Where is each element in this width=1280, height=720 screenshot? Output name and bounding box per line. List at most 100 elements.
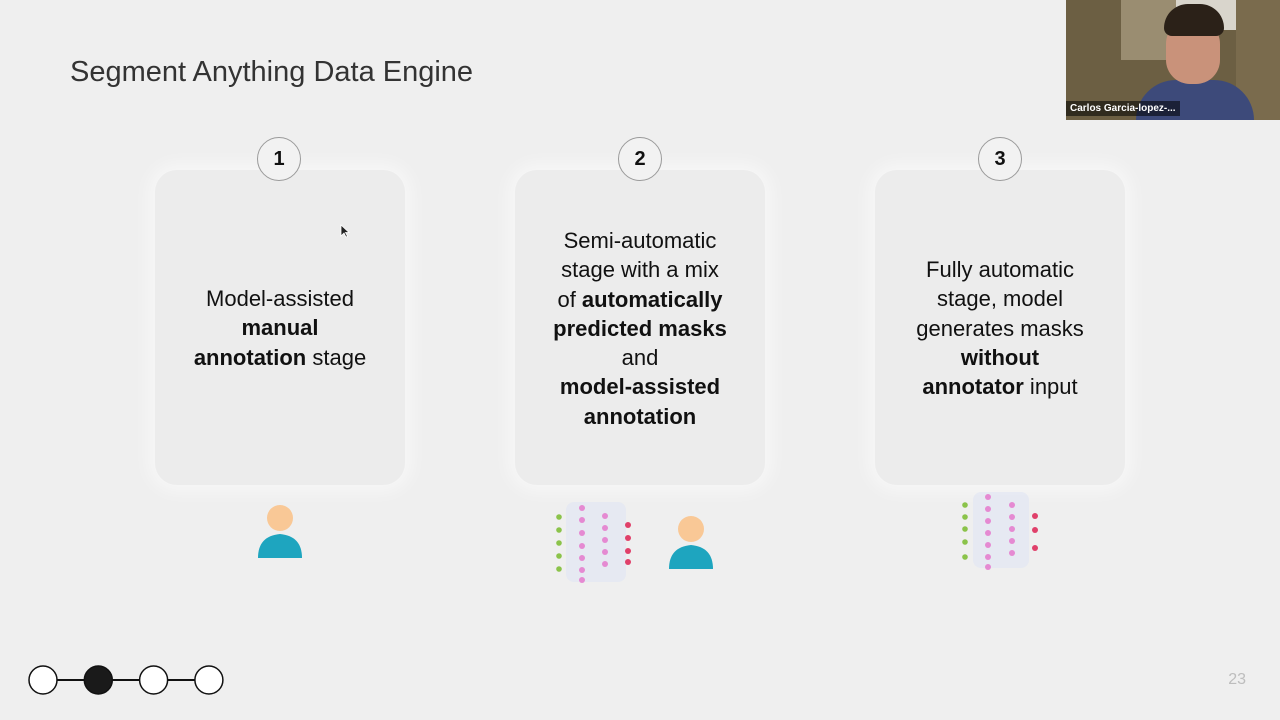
annotator-person-icon (669, 516, 713, 569)
page-number: 23 (1228, 671, 1246, 688)
network-node (556, 566, 562, 572)
text: stage with a mix (561, 257, 719, 283)
bold-text: model-assisted (559, 374, 721, 400)
description-line: without (870, 343, 1130, 372)
network-node (579, 543, 585, 549)
network-node (985, 564, 991, 570)
progress-step-4[interactable] (194, 665, 224, 695)
stage-3-description: Fully automatic stage, model generates mas… (870, 255, 1130, 401)
network-node (985, 542, 991, 548)
network-node (602, 537, 608, 543)
network-node (556, 540, 562, 546)
network-node (962, 554, 968, 560)
network-node (556, 553, 562, 559)
network-node (579, 555, 585, 561)
progress-step-1[interactable] (28, 665, 58, 695)
network-node (579, 577, 585, 583)
stage-3-card (875, 170, 1125, 485)
text: Fully automatic (926, 257, 1074, 282)
stage-1-card (155, 170, 405, 485)
network-node (556, 527, 562, 533)
network-node (602, 549, 608, 555)
text: Semi-automatic (563, 228, 717, 253)
description-line: model-assisted (510, 372, 770, 401)
network-node (1032, 513, 1038, 519)
network-node (602, 561, 608, 567)
network-node (579, 505, 585, 511)
network-node (985, 554, 991, 560)
description-line: generates masks (870, 314, 1130, 343)
stage-1-number: 1 (257, 137, 301, 181)
text: stage, model (937, 286, 1063, 312)
network-node (1009, 550, 1015, 556)
text: stage (306, 344, 367, 370)
description-line: stage with a mix (510, 255, 770, 284)
network-node (1009, 502, 1015, 508)
bold-text: manual (241, 315, 319, 341)
neural-network-icon (556, 502, 631, 583)
network-node (962, 539, 968, 545)
participant-video[interactable]: Carlos Garcia-lopez-... (1066, 0, 1280, 120)
description-line: of automatically (510, 285, 770, 314)
text: Model-assisted (206, 286, 354, 311)
network-node (579, 517, 585, 523)
network-node (579, 567, 585, 573)
network-node (1009, 526, 1015, 532)
mouse-cursor-icon (340, 224, 350, 238)
network-node (1032, 527, 1038, 533)
participant-name: Carlos Garcia-lopez-... (1066, 101, 1180, 116)
participant-hair (1164, 4, 1224, 36)
progress-step-2[interactable] (83, 665, 114, 695)
text: input (1023, 374, 1078, 400)
description-line: and (510, 343, 770, 372)
description-line: stage, model (870, 284, 1130, 313)
text: of (557, 286, 582, 312)
bold-text: automatically (581, 286, 723, 312)
network-node (556, 514, 562, 520)
bold-text: annotation (583, 403, 697, 429)
bold-text: annotation (193, 344, 307, 370)
bold-text: without (960, 344, 1040, 370)
network-node (962, 502, 968, 508)
slide-title: Segment Anything Data Engine (70, 56, 474, 88)
network-node (602, 513, 608, 519)
network-node (625, 535, 631, 541)
text: and (621, 345, 659, 371)
network-node (985, 530, 991, 536)
network-node (962, 526, 968, 532)
description-line: predicted masks (510, 314, 770, 343)
text: generates masks (916, 315, 1084, 341)
network-layer-glow (973, 492, 1029, 568)
bold-text: predicted masks (553, 315, 727, 341)
network-node (625, 548, 631, 554)
description-line: annotation stage (150, 343, 410, 372)
network-node (1009, 514, 1015, 520)
description-line: annotator input (870, 372, 1130, 401)
network-node (985, 506, 991, 512)
network-node (985, 518, 991, 524)
network-node (602, 525, 608, 531)
annotator-person-icon (258, 505, 302, 558)
network-node (985, 494, 991, 500)
slide-progress-indicator (28, 665, 224, 695)
description-line: Semi-automatic (510, 226, 770, 255)
network-layer-glow (566, 502, 626, 582)
network-node (1032, 545, 1038, 551)
description-line: manual (150, 313, 410, 342)
stage-2-number: 2 (618, 137, 662, 181)
progress-step-3[interactable] (138, 665, 169, 695)
stage-3-number: 3 (978, 137, 1022, 181)
network-node (962, 514, 968, 520)
neural-network-icon (962, 492, 1038, 570)
network-node (1009, 538, 1015, 544)
stage-2-card (515, 170, 765, 485)
description-line: annotation (510, 402, 770, 431)
description-line: Model-assisted (150, 284, 410, 313)
bold-text: annotator (922, 374, 1024, 400)
network-node (625, 559, 631, 565)
description-line: Fully automatic (870, 255, 1130, 284)
network-node (625, 522, 631, 528)
network-node (579, 530, 585, 536)
